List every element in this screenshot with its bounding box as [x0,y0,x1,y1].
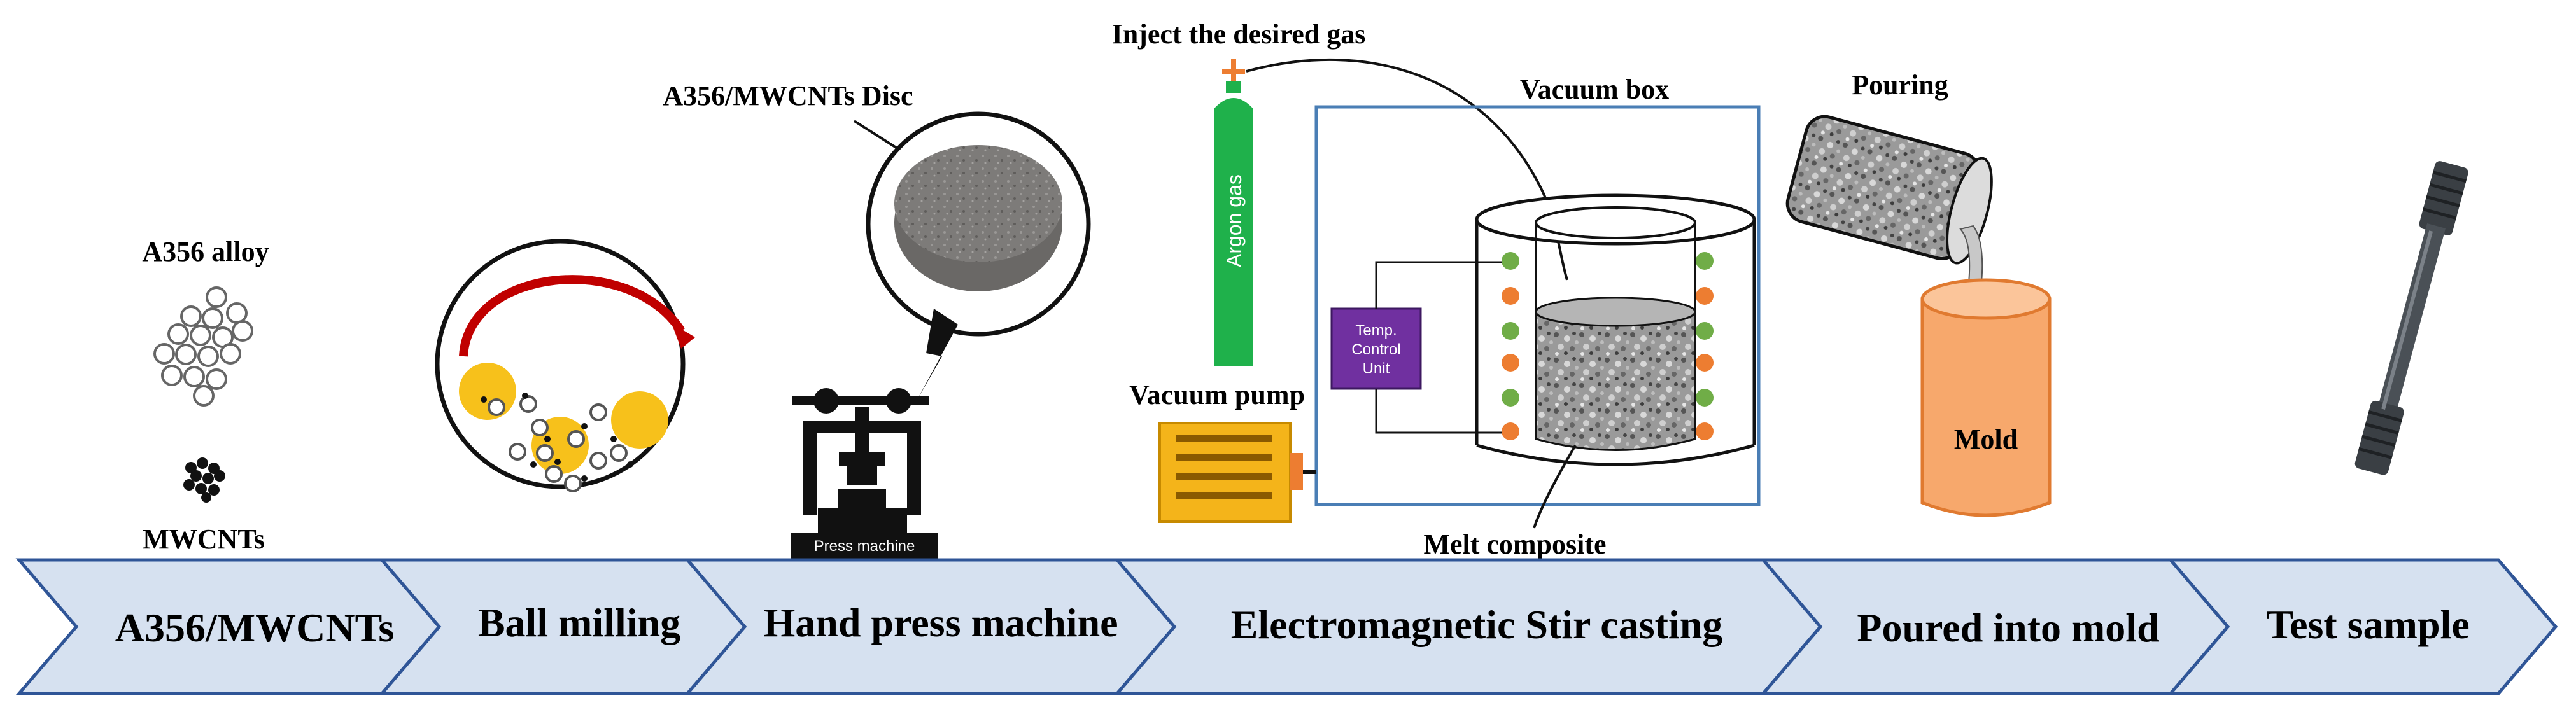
press-machine-label: Press machine [814,538,915,555]
stage-5-label: Poured into mold [1857,605,2159,650]
press-section: A356/MWCNTs Disc Press machine [663,80,1091,559]
rotation-arrow-icon [672,323,695,349]
a356-alloy-label: A356 alloy [142,236,269,267]
disc-label: A356/MWCNTs Disc [663,80,913,111]
vacuum-pump-icon [1158,422,1316,523]
stage-6: Test sample [2167,558,2558,695]
disc-magnifier-icon [866,111,1091,401]
stage-1: A356/MWCNTs [15,558,442,695]
argon-cylinder-icon: Argon gas [1214,59,1253,366]
stage-2-label: Ball milling [478,600,680,645]
stage-1-label: A356/MWCNTs [115,605,395,650]
pouring-section: Pouring Mold [1785,69,2052,517]
stage-4-label: Electromagnetic Stir casting [1231,602,1723,647]
crucible-icon [1475,193,1756,466]
press-machine-icon: Press machine [791,388,938,559]
induction-coils [1502,252,1714,440]
melt-pointer-line [1533,444,1577,529]
temp-unit-line2: Control [1351,341,1400,358]
test-sample-icon [2354,161,2468,475]
argon-gas-label: Argon gas [1223,174,1246,267]
temp-control-unit: Temp. Control Unit [1330,261,1512,434]
mold-icon: Mold [1920,278,2052,517]
ball-mill-icon [435,239,695,492]
stir-casting-section: Inject the desired gas Argon gas Vacuum … [1112,18,1761,560]
alloy-section: A356 alloy MWCNTs [142,236,269,555]
vacuum-box-label: Vacuum box [1520,74,1669,105]
inject-gas-label: Inject the desired gas [1112,18,1366,50]
stage-6-label: Test sample [2266,602,2469,647]
mwcnt-particles-icon [183,457,225,503]
stage-4: Electromagnetic Stir casting [1113,558,1823,695]
temp-unit-line1: Temp. [1355,322,1397,339]
process-flow: A356/MWCNTs Ball milling Hand press mach… [15,558,2558,695]
pouring-label: Pouring [1852,69,1948,101]
vacuum-pump-label: Vacuum pump [1129,379,1305,410]
melt-composite-label: Melt composite [1423,529,1606,560]
stage-5: Poured into mold [1759,558,2230,695]
stage-3: Hand press machine [684,558,1177,695]
vacuum-box-frame [1314,105,1761,506]
ladle-icon [1785,115,1993,265]
temp-unit-line3: Unit [1363,360,1390,377]
stage-3-label: Hand press machine [763,600,1118,645]
mold-label: Mold [1954,424,2018,455]
alloy-particles-icon [153,286,253,407]
gas-line [1246,58,1568,281]
mwcnts-label: MWCNTs [143,524,265,555]
